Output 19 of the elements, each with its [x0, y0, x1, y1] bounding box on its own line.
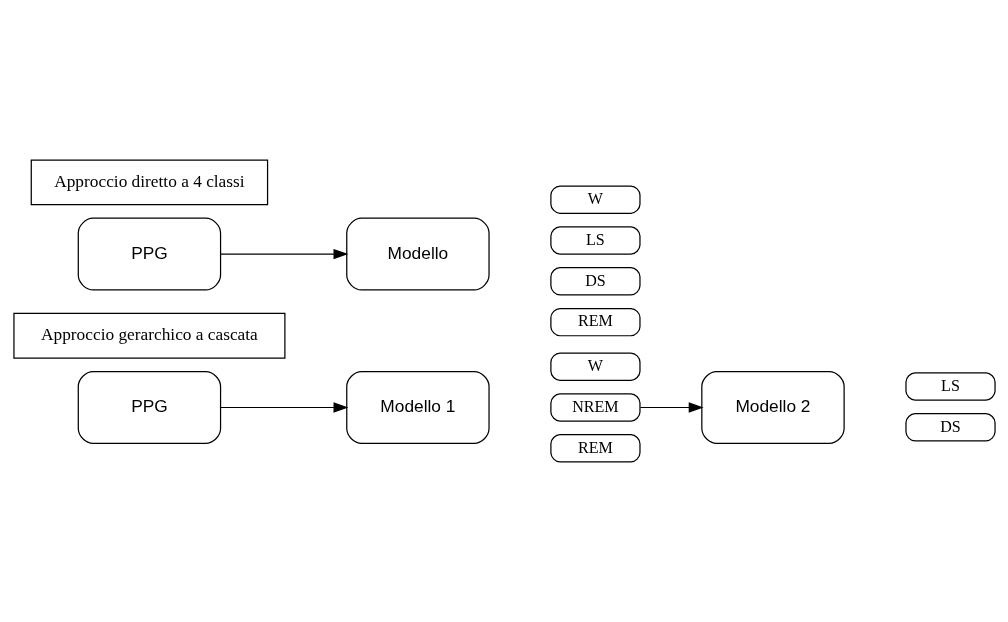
node-box: DS: [904, 413, 996, 442]
node-box: W: [549, 185, 641, 214]
node-box: LS: [904, 372, 996, 401]
node-box: W: [549, 352, 641, 381]
node-box: Modello 2: [700, 371, 845, 444]
node-box: NREM: [549, 393, 641, 422]
node-box: REM: [549, 434, 641, 463]
node-box: Approccio gerarchico a cascata: [12, 312, 285, 359]
node-box: DS: [549, 267, 641, 296]
arrow: [639, 402, 704, 413]
node-box: Approccio diretto a 4 classi: [30, 159, 268, 206]
node-box: REM: [549, 307, 641, 337]
node-box: Modello 1: [345, 371, 490, 444]
node-box: Modello: [345, 217, 490, 291]
node-box: PPG: [77, 217, 221, 291]
node-box: PPG: [77, 371, 221, 444]
arrow: [219, 402, 348, 413]
node-box: LS: [549, 226, 641, 255]
arrow: [219, 248, 348, 260]
